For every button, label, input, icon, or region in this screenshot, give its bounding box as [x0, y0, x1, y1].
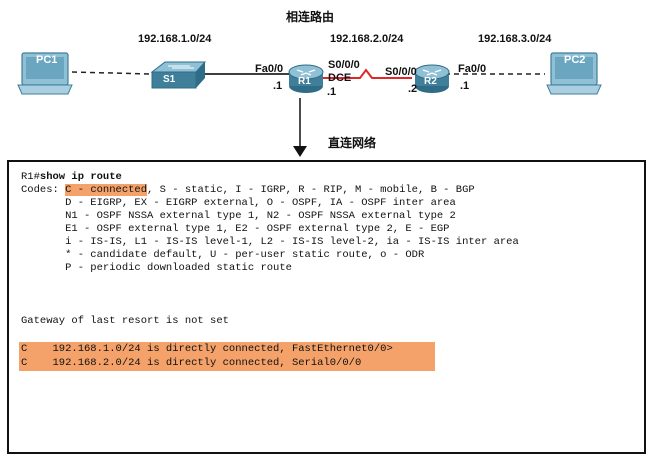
- codes-line: Codes: C - connected, S - static, I - IG…: [21, 184, 475, 197]
- topology-diagram: 相连路由 192.168.1.0/24 192.168.2.0/24 192.1…: [0, 0, 657, 165]
- pc1-icon: [17, 52, 73, 95]
- s1-label: S1: [163, 74, 176, 85]
- terminal-output: R1#show ip route Codes: C - connected, S…: [7, 160, 646, 454]
- router-r1-icon: [288, 64, 324, 93]
- code-line: * - candidate default, U - per-user stat…: [21, 249, 425, 261]
- network-label-1: 192.168.1.0/24: [138, 33, 212, 45]
- code-line: P - periodic downloaded static route: [21, 262, 292, 274]
- pc1-label: PC1: [36, 54, 58, 66]
- r2-label: R2: [424, 76, 437, 87]
- code-line: N1 - OSPF NSSA external type 1, N2 - OSP…: [21, 210, 456, 222]
- link-pc1-s1: [71, 71, 151, 75]
- network-label-3: 192.168.3.0/24: [478, 33, 552, 45]
- arrow-label: 直连网络: [328, 136, 377, 150]
- switch-s1-icon: [150, 61, 207, 89]
- diagram-title: 相连路由: [286, 10, 335, 24]
- codes-prefix: Codes:: [21, 184, 66, 196]
- r2-fa-port: Fa0/0: [458, 63, 487, 75]
- pc2-label: PC2: [564, 54, 586, 66]
- r1-serial-port: S0/0/0: [328, 59, 360, 71]
- r2-serial-port: S0/0/0: [385, 66, 417, 78]
- r2-serial-ip: .2: [408, 83, 418, 95]
- pc2-icon: [546, 52, 602, 95]
- routes-highlight: [19, 342, 435, 371]
- code-line: i - IS-IS, L1 - IS-IS level-1, L2 - IS-I…: [21, 236, 519, 248]
- code-line: D - EIGRP, EX - EIGRP external, O - OSPF…: [21, 197, 456, 209]
- router-r2-icon: [414, 64, 450, 93]
- r1-label: R1: [298, 76, 311, 87]
- codes-rest: , S - static, I - IGRP, R - RIP, M - mob…: [147, 184, 475, 196]
- serial-link: [322, 68, 412, 79]
- r1-fa-ip: .1: [273, 80, 283, 92]
- r1-dce-label: DCE: [328, 72, 352, 84]
- gateway-line: Gateway of last resort is not set: [21, 315, 229, 327]
- r1-fa-port: Fa0/0: [255, 63, 284, 75]
- network-label-2: 192.168.2.0/24: [330, 33, 404, 45]
- cli-command: show ip route: [39, 171, 122, 183]
- route-row: C 192.168.1.0/24 is directly connected, …: [21, 343, 393, 355]
- cli-prompt: R1#: [21, 171, 40, 183]
- down-arrow-head: [293, 146, 307, 157]
- command-line: R1#show ip route: [21, 171, 122, 184]
- topology-svg: [17, 52, 602, 157]
- connected-code-highlight: C - connected: [65, 184, 148, 196]
- code-line: E1 - OSPF external type 1, E2 - OSPF ext…: [21, 223, 450, 235]
- r2-fa-ip: .1: [460, 80, 470, 92]
- r1-serial-ip: .1: [327, 86, 337, 98]
- route-row: C 192.168.2.0/24 is directly connected, …: [21, 357, 362, 369]
